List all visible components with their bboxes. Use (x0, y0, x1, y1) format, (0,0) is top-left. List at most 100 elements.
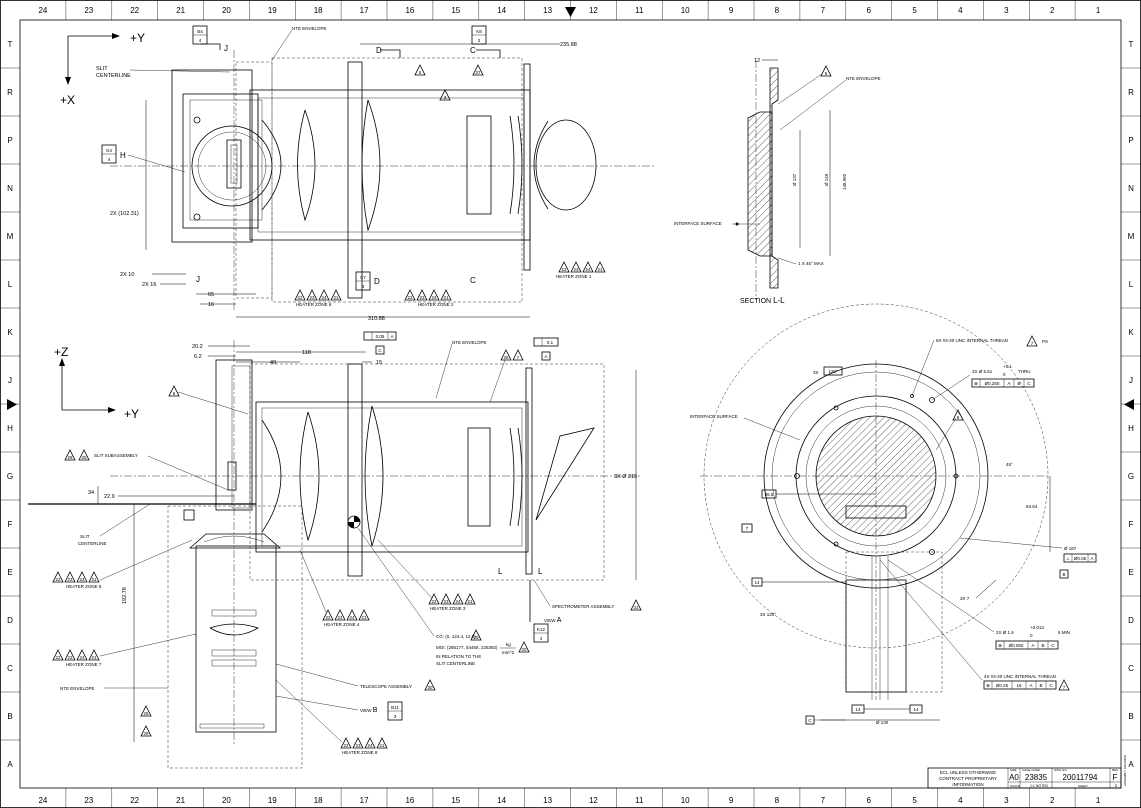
zone-col-label: 24 (38, 6, 47, 15)
svg-text:B11: B11 (391, 705, 399, 710)
flag-triangle-3: 3 (439, 89, 451, 101)
flag-spectrometer-31: 31 (630, 599, 642, 611)
svg-text:6: 6 (173, 391, 176, 396)
dim-118: 118 (302, 350, 311, 356)
slit-subassembly-flags: 28 25 SLIT SUBASSEMBLY (64, 449, 138, 461)
zone-col-label: 9 (729, 6, 734, 15)
svg-text:C7: C7 (360, 275, 366, 280)
zone-col-label: 20 (222, 6, 231, 15)
zone-col-label: 1 (1096, 6, 1101, 15)
zone-col-label: 5 (912, 6, 917, 15)
axis-plus-y-label: +Y (130, 31, 145, 45)
svg-text:3: 3 (362, 284, 365, 289)
svg-text:Ø0.250: Ø0.250 (985, 381, 1000, 386)
nte-envelope-ll: NTE ENVELOPE (846, 76, 881, 81)
zone-col-label: 18 (314, 6, 323, 15)
moi-unit-num: kg (506, 642, 511, 647)
zone-col-label: 16 (405, 796, 414, 805)
dim-22-9: 22.9 (104, 494, 115, 500)
svg-text:Ø0.25: Ø0.25 (996, 683, 1009, 688)
svg-text:C: C (1051, 643, 1055, 648)
axis-plus-x-label: +X (60, 93, 75, 107)
zone-col-label: 8 (775, 6, 780, 15)
slit-centerline-side-1: SLIT (80, 534, 90, 539)
fcf-position-3: ⊕ Ø0.25 16 A B C (983, 680, 1057, 690)
flag-25-side: 25 (140, 705, 152, 717)
zone-row-label: K (1128, 328, 1134, 337)
svg-text:29: 29 (143, 731, 149, 736)
svg-text:A: A (1007, 381, 1010, 386)
moi-label: MOI: (285177, 54468, 228392) (436, 645, 498, 650)
section-ll-title: SECTION L-L (740, 296, 785, 305)
zone-row-label: D (7, 616, 13, 625)
dim-49: 49 (270, 360, 276, 366)
svg-text:22: 22 (343, 743, 349, 748)
svg-text:21: 21 (333, 295, 339, 300)
dia-149: Ø 149 (824, 173, 829, 186)
dim-20-2: 20.2 (192, 344, 203, 350)
svg-text:B: B (1017, 381, 1020, 386)
heater-zone-3-side: 22 23 24 21 HEATER ZONE 3 (428, 593, 476, 611)
center-mark-right-icon (1124, 399, 1134, 410)
title-notice-1: ECL UNLESS OTHERWISE (940, 770, 996, 775)
svg-text:⊥: ⊥ (1066, 556, 1070, 561)
dwg-label: DWG NO (1054, 768, 1067, 772)
dim-65: 65 (208, 292, 214, 298)
center-mark-left-icon (7, 399, 17, 410)
zone-col-label: 11 (635, 6, 644, 15)
zone-col-label: 21 (176, 6, 185, 15)
view-h-label: H (120, 151, 126, 160)
flag-triangle-8: 8 (952, 409, 964, 421)
svg-text:25: 25 (143, 711, 149, 716)
zone-row-label: J (8, 376, 12, 385)
zone-row-label: P (1128, 136, 1133, 145)
section-c-top: C (470, 46, 476, 55)
zone-col-label: 14 (497, 6, 506, 15)
zone-col-label: 10 (681, 796, 690, 805)
zone-col-label: 18 (314, 796, 323, 805)
heater-zone-2-label: HEATER ZONE 2 (418, 302, 454, 307)
zone-col-label: 12 (589, 6, 598, 15)
dim-2x-102: 2X (102.31) (110, 211, 139, 217)
zone-row-label: A (7, 760, 13, 769)
dia-130: Ø 130 (876, 720, 889, 725)
dim-63-64: 63.64 (1026, 504, 1038, 509)
zone-row-label: E (1128, 568, 1133, 577)
zone-col-label: 17 (360, 796, 369, 805)
svg-text:23: 23 (443, 599, 449, 604)
perpendicularity-fcf: ⊥ Ø0.05 A B (1059, 553, 1097, 579)
zone-row-label: N (1128, 184, 1134, 193)
cage-value: 23835 (1025, 773, 1048, 782)
dim-7: 7 (746, 526, 749, 531)
dia-137: Ø 137 (792, 173, 797, 186)
heater-zone-6-side: 22 23 24 21 HEATER ZONE 6 (52, 571, 102, 589)
svg-text:21: 21 (361, 615, 367, 620)
telescope-label: TELESCOPE ASSEMBLY (360, 684, 412, 689)
dia-148: 148.982 (842, 173, 847, 190)
svg-text:26: 26 (503, 355, 509, 360)
angle-3x-120: 3X 120° (760, 612, 776, 617)
dim-16: 16 (208, 302, 214, 308)
zone-col-label: 22 (130, 796, 139, 805)
dim-12: 12 (754, 58, 760, 64)
zone-row-label: F (8, 520, 13, 529)
svg-text:HEATER ZONE 3: HEATER ZONE 3 (430, 606, 466, 611)
zone-row-label: C (1128, 664, 1134, 673)
svg-text:22: 22 (297, 295, 303, 300)
zone-row-label: F (1129, 520, 1134, 529)
flag-triangle-6: 6 (168, 385, 180, 397)
flag-29-side: 29 (140, 725, 152, 737)
svg-text:0.05: 0.05 (376, 334, 385, 339)
chamfer-note: 1 X 45° MAX (798, 261, 824, 266)
svg-text:24: 24 (79, 577, 85, 582)
zone-col-label: 13 (543, 796, 552, 805)
zone-row-label: L (8, 280, 13, 289)
hole2-tol-dn: 0 (1030, 633, 1033, 638)
dwg-number: 20011794 (1063, 773, 1099, 782)
angle-45: 45° (1006, 462, 1013, 467)
heater-zone-1-label: HEATER ZONE 1 (556, 274, 592, 279)
cg-label: CG: (0, 124.4, 12.8) (436, 634, 476, 639)
size-value: A0 (1009, 773, 1019, 782)
